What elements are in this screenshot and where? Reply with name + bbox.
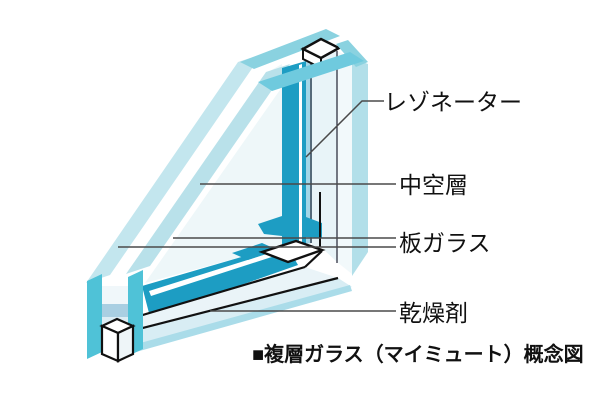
top-band-front (258, 52, 364, 91)
inner-pane-front-strip (312, 51, 337, 262)
top-band-back (240, 29, 340, 69)
label-air-layer: 中空層 (399, 172, 468, 198)
desiccant-box-front (100, 324, 120, 363)
spacer-interior (119, 267, 338, 334)
outer-pane-cut-edge (86, 54, 262, 283)
label-resonator: レゾネーター (384, 89, 522, 115)
desiccant-box-side (116, 324, 135, 363)
bottom-spacer-highlight (149, 250, 281, 296)
spacer-wedge-left (258, 216, 282, 236)
spacer-outline-upper (118, 265, 306, 324)
spacer-cross-section (300, 37, 342, 60)
inner-pane-cut-edge (126, 64, 290, 274)
resonator-highlight (299, 64, 302, 249)
leader-resonator (305, 100, 384, 158)
spacer-end-face (102, 304, 128, 317)
outer-pane-end-bar (87, 274, 102, 359)
spacer-outline-hook (304, 250, 323, 268)
inner-pane-face (145, 87, 282, 283)
spacer-wedge-right (306, 217, 322, 238)
bottom-spacer-top (142, 244, 298, 317)
label-plate-glass: 板ガラス (399, 230, 491, 256)
spacer-outline-lower (118, 276, 339, 336)
inner-pane-back-strip (337, 51, 352, 274)
figure-caption: ■複層ガラス（マイミュート）概念図 (252, 342, 584, 366)
bottom-outer-edge (133, 285, 352, 352)
inner-pane-right-edge-face (352, 58, 368, 276)
resonator-bar (282, 61, 306, 261)
between-bars-upper (102, 286, 128, 304)
bottom-face-band (119, 278, 352, 349)
label-desiccant: 乾燥剤 (399, 300, 468, 326)
